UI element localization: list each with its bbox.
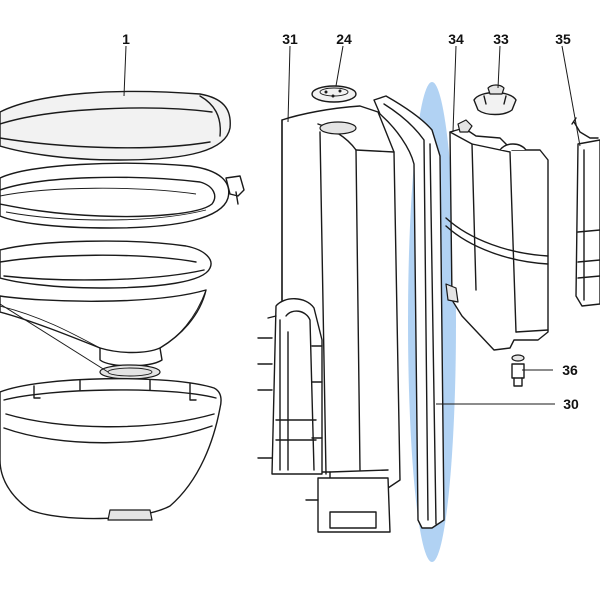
- callout-part-33: 33: [493, 31, 509, 47]
- callout-part-24: 24: [336, 31, 352, 47]
- part-24-cap: [311, 85, 357, 103]
- part-34-tank: [445, 119, 549, 351]
- part-30-gasket: [373, 95, 445, 529]
- callout-part-30: 30: [563, 396, 579, 412]
- callout-part-31: 31: [282, 31, 298, 47]
- part-36-plug: [511, 354, 525, 387]
- leader-lines: [0, 45, 581, 405]
- part-33-valve: [473, 84, 517, 116]
- callout-part-1: 1: [122, 31, 130, 47]
- housing-pins: [257, 315, 323, 459]
- part-35-pump: [571, 117, 600, 307]
- part-1-bowl-assembly: [0, 90, 245, 521]
- callout-part-34: 34: [448, 31, 464, 47]
- part-31-housing: [257, 105, 401, 533]
- callout-part-36: 36: [562, 362, 578, 378]
- callout-part-35: 35: [555, 31, 571, 47]
